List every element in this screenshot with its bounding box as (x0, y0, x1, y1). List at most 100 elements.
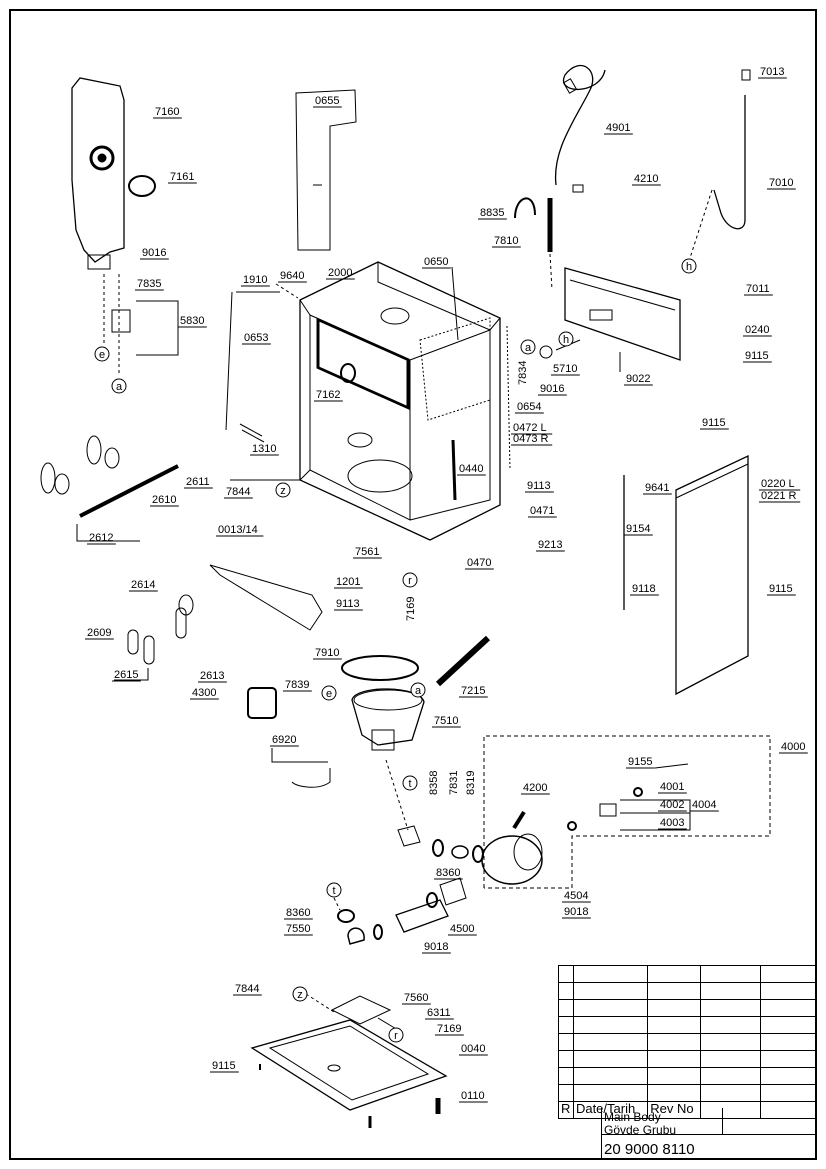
callout-c-r2: r (394, 1030, 398, 1042)
part-label-l9640: 9640 (280, 270, 304, 282)
part-label-l0470: 0470 (467, 557, 491, 569)
part-label-l7560: 7560 (404, 992, 428, 1004)
callout-circle (520, 339, 536, 355)
part-label-l7550: 7550 (286, 923, 310, 935)
part-label-l0653: 0653 (244, 332, 268, 344)
part-label-l7844b: 7844 (235, 983, 259, 995)
part-label-l1201: 1201 (336, 576, 360, 588)
callout-circle (326, 882, 342, 898)
part-label-l7160: 7160 (155, 106, 179, 118)
part-label-l7910: 7910 (315, 647, 339, 659)
part-label-l0440: 0440 (459, 463, 483, 475)
part-label-l7510: 7510 (434, 715, 458, 727)
part-label-l9115b: 9115 (702, 417, 726, 429)
callout-c-e2: e (326, 688, 332, 700)
callout-circle (275, 482, 291, 498)
vertical-label-v7834: 7834 (517, 361, 529, 385)
part-label-l4210: 4210 (634, 173, 658, 185)
part-label-l1310: 1310 (252, 443, 276, 455)
revision-row (558, 999, 818, 1017)
part-label-l4002: 4002 (660, 799, 684, 811)
part-label-l2000: 2000 (328, 267, 352, 279)
revision-row (558, 965, 818, 983)
part-label-l0221: 0221 R (761, 490, 797, 502)
part-label-l4300: 4300 (192, 687, 216, 699)
part-label-l4001: 4001 (660, 781, 684, 793)
part-label-l0650: 0650 (424, 256, 448, 268)
callout-circle (94, 346, 110, 362)
callout-c-e1: e (99, 349, 105, 361)
vertical-label-v7169a: 7169 (405, 597, 417, 621)
part-label-l5710: 5710 (553, 363, 577, 375)
part-label-l0240: 0240 (745, 324, 769, 336)
part-label-l0472: 0472 L (513, 422, 547, 434)
part-label-l0110: 0110 (461, 1090, 485, 1102)
drawing-frame (9, 9, 817, 1160)
part-label-l7835: 7835 (137, 278, 161, 290)
callout-c-a1: a (116, 381, 123, 393)
callout-circle (410, 682, 426, 698)
part-label-l7839: 7839 (285, 679, 309, 691)
vertical-label-v8319: 8319 (465, 771, 477, 795)
vertical-label-v8358: 8358 (428, 771, 440, 795)
callout-circle (321, 685, 337, 701)
title-block: Main Body Gövde Grubu 20 9000 8110 (558, 1108, 817, 1160)
callout-c-t2: t (332, 885, 335, 897)
callout-circle (681, 258, 697, 274)
revision-row (558, 1033, 818, 1051)
callout-circle (402, 572, 418, 588)
part-label-l0654: 0654 (517, 401, 541, 413)
part-label-l7162: 7162 (316, 389, 340, 401)
part-label-l7011: 7011 (746, 283, 770, 295)
part-label-l4500: 4500 (450, 923, 474, 935)
part-label-l7169b: 7169 (437, 1023, 461, 1035)
callout-c-h1: h (686, 261, 692, 273)
callout-c-r1: r (408, 575, 412, 587)
part-label-l7844a: 7844 (226, 486, 250, 498)
revision-row (558, 1016, 818, 1034)
part-label-l2614: 2614 (131, 579, 155, 591)
part-label-l9022: 9022 (626, 373, 650, 385)
part-label-l0471: 0471 (530, 505, 554, 517)
part-label-l9115c: 9115 (769, 583, 793, 595)
part-label-l8835: 8835 (480, 207, 504, 219)
part-label-l9154: 9154 (626, 523, 650, 535)
part-label-l4000: 4000 (781, 741, 805, 753)
revision-table: R Date/Tarih Rev No (558, 965, 818, 1119)
part-label-l9113a: 9113 (527, 480, 551, 492)
part-label-l7810: 7810 (494, 235, 518, 247)
part-label-l9115a: 9115 (745, 350, 769, 362)
part-label-l7161: 7161 (170, 171, 194, 183)
part-label-l4200: 4200 (523, 782, 547, 794)
part-label-l2609: 2609 (87, 627, 111, 639)
part-label-l4004: 4004 (692, 799, 716, 811)
callout-circle (111, 378, 127, 394)
rev-header-date: Date/Tarih (572, 1101, 649, 1119)
callout-c-a2: a (525, 342, 532, 354)
part-label-l9155: 9155 (628, 756, 652, 768)
callout-c-z2: z (297, 989, 303, 1001)
part-label-l4504: 4504 (564, 890, 588, 902)
part-label-l9213: 9213 (538, 539, 562, 551)
part-label-l9115d: 9115 (212, 1060, 236, 1072)
part-label-l9113b: 9113 (336, 598, 360, 610)
part-label-l8360b: 8360 (286, 907, 310, 919)
part-label-l0473: 0473 R (513, 433, 549, 445)
revision-row (558, 1084, 818, 1102)
revision-row (558, 982, 818, 1000)
drawing-name: Main Body Gövde Grubu (604, 1111, 676, 1137)
part-label-l2611: 2611 (186, 476, 210, 488)
callout-c-t1: t (408, 778, 411, 790)
part-label-l9018b: 9018 (424, 941, 448, 953)
revision-row (558, 1050, 818, 1068)
part-label-l2612: 2612 (89, 532, 113, 544)
part-label-l4003: 4003 (660, 817, 684, 829)
part-label-l2615: 2615 (114, 669, 138, 681)
callout-circle (292, 986, 308, 1002)
callout-circle (558, 331, 574, 347)
callout-circle (402, 775, 418, 791)
